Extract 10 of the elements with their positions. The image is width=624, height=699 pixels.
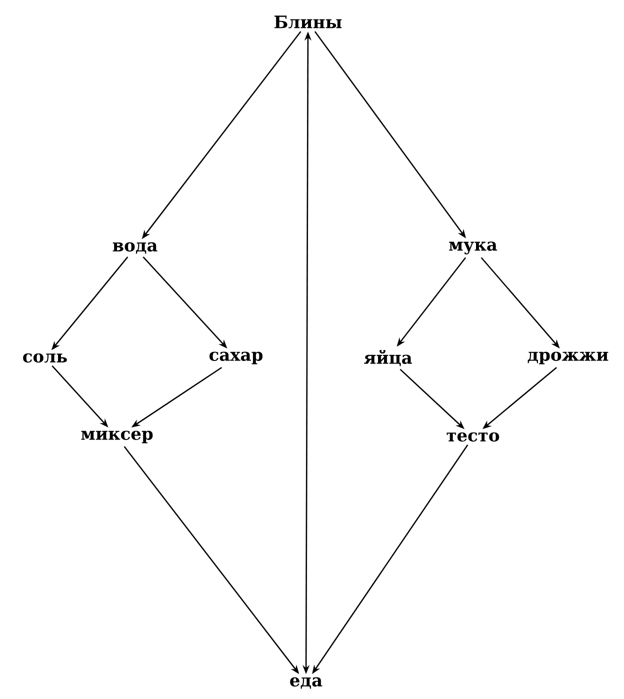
node-label: мука	[449, 242, 498, 254]
node-label: еда	[290, 677, 322, 689]
node-label: яйца	[364, 350, 412, 366]
node-label: Блины	[274, 16, 342, 28]
node-label: дрожжи	[528, 352, 608, 364]
node-label: соль	[23, 353, 67, 363]
node-label: сахар	[209, 352, 263, 364]
node-label: вода	[112, 242, 158, 254]
node-label: миксер	[81, 430, 153, 444]
node-label: тесто	[446, 432, 500, 442]
